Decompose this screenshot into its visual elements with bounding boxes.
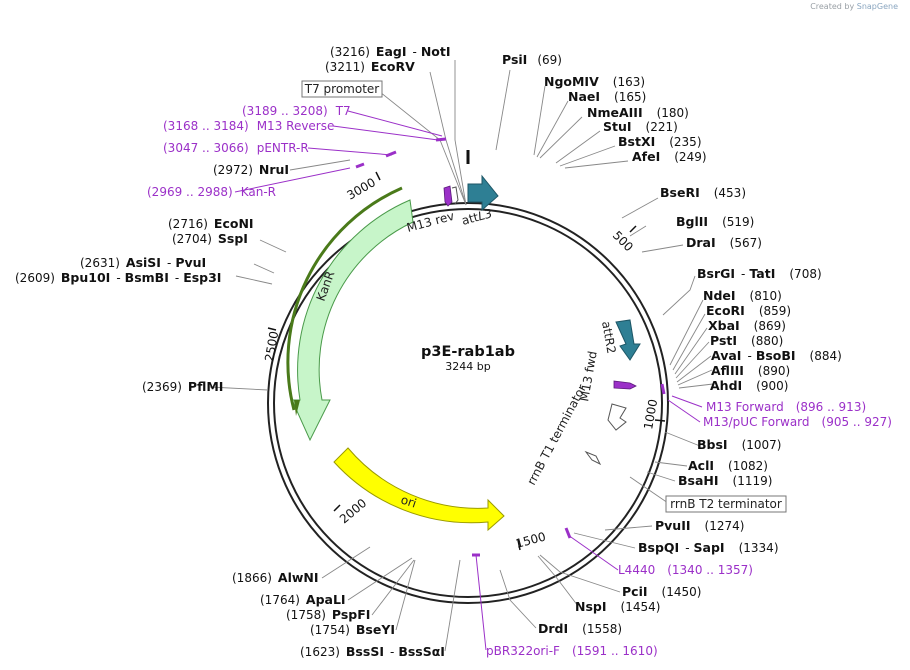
site-pspfi: (1758)PspFI [286, 607, 370, 622]
attl3-prefix: att [460, 210, 480, 228]
leader-lines [209, 60, 714, 652]
plasmid-name: p3E-rab1ab [421, 344, 515, 360]
credit-text: Created by [810, 2, 855, 11]
site-pflmi: (2369)PflMI [142, 379, 223, 394]
site-stui: StuI(221) [603, 119, 678, 134]
attr2-arrow [615, 319, 641, 361]
site-bsrgi-tati: BsrGI-TatI(708) [697, 266, 822, 281]
attl3-arrow [467, 174, 499, 212]
primer-t7: (3189 .. 3208)T7 [242, 104, 351, 118]
attl3-suffix: L3 [476, 206, 493, 223]
primer-marks [355, 137, 666, 557]
rrnb-t2-arrow [584, 450, 602, 466]
backbone-outer [267, 202, 669, 604]
site-labels: (3216)EagI-NotI (3211)EcoRV PsiI(69) Ngo… [15, 44, 842, 659]
primer-kan-r: (2969 .. 2988)Kan-R [147, 185, 276, 199]
site-apali: (1764)ApaLI [260, 592, 346, 607]
site-xbai: XbaI(869) [708, 318, 786, 333]
site-avai-bsobi: AvaI-BsoBI(884) [711, 348, 842, 363]
site-acli: AclI(1082) [688, 458, 768, 473]
primer-m13-forward: M13 Forward(896 .. 913) [706, 400, 866, 414]
site-naei: NaeI(165) [568, 89, 646, 104]
rrnb-t1-arrow [607, 403, 627, 431]
site-bbsi: BbsI(1007) [697, 437, 781, 452]
site-sspi: (2704)SspI [172, 231, 248, 246]
primer-lines [234, 110, 703, 651]
site-bseri: BseRI(453) [660, 185, 746, 200]
site-bsahi: BsaHI(1119) [678, 473, 772, 488]
t7-promoter-label: T7 promoter [304, 82, 380, 96]
rrnb-t1-label: rrnB T1 terminator [524, 382, 589, 487]
site-psti: PstI(880) [710, 333, 783, 348]
ori-arrow [333, 447, 505, 532]
site-nspi: NspI(1454) [575, 599, 660, 614]
site-bstxi: BstXI(235) [618, 134, 702, 149]
kanr-arrow [291, 199, 414, 442]
tick-500: 500 [610, 228, 636, 254]
primer-pentr-r: (3047 .. 3066)pENTR-R [163, 141, 309, 155]
attl3-label: attL3 [460, 206, 494, 228]
site-bglii: BglII(519) [676, 214, 754, 229]
kanr-primer-head [294, 400, 300, 416]
rrnb-t2-label: rrnB T2 terminator [670, 497, 782, 511]
site-eagi-notI: (3216)EagI-NotI [330, 44, 451, 59]
backbone-inner [273, 208, 663, 598]
site-econi: (2716)EcoNI [168, 216, 254, 231]
site-drdi: DrdI(1558) [538, 621, 622, 636]
tick-2000: 2000 [337, 496, 369, 526]
tick-1500: 1500 [514, 529, 547, 550]
ori-label: ori [399, 493, 418, 511]
tick-1000: 1000 [641, 398, 660, 431]
site-bspqi-sapi: BspQI-SapI(1334) [638, 540, 779, 555]
t7-promoter-box: T7 promoter [301, 80, 383, 98]
attr2-label: attR2 [599, 320, 618, 355]
site-ahdi: AhdI(900) [710, 378, 788, 393]
site-afliii: AflIII(890) [711, 363, 790, 378]
site-bseyi: (1754)BseYI [310, 622, 395, 637]
site-psii: PsiI(69) [502, 52, 562, 67]
site-asisi-pvui: (2631)AsiSI-PvuI [80, 255, 206, 270]
primer-labels: (3189 .. 3208)T7 (3168 .. 3184)M13 Rever… [147, 104, 892, 658]
tick-3000: 3000 [345, 175, 378, 202]
snapgene-credit: Created by SnapGene [810, 2, 898, 11]
snapgene-logo-text: SnapGene [856, 2, 898, 11]
rrnb-t2-box: rrnB T2 terminator [665, 495, 787, 513]
site-ecorv: (3211)EcoRV [325, 59, 415, 74]
site-bsssi: (1623)BssSI-BssSαI [300, 644, 445, 659]
primer-m13-reverse: (3168 .. 3184)M13 Reverse [163, 119, 334, 133]
site-nmeaiii: NmeAIII(180) [587, 105, 689, 120]
primer-m13-puc-forward: M13/pUC Forward(905 .. 927) [703, 415, 892, 429]
site-bpu10i: (2609)Bpu10I-BsmBI-Esp3I [15, 270, 221, 285]
site-ndei: NdeI(810) [703, 288, 782, 303]
m13-rev-outline [451, 186, 459, 205]
m13-fwd-arrow [613, 380, 637, 390]
site-afei: AfeI(249) [632, 149, 707, 164]
site-ecori: EcoRI(859) [706, 303, 791, 318]
site-drai: DraI(567) [686, 235, 762, 250]
primer-l4440: L4440(1340 .. 1357) [618, 563, 753, 577]
site-ngomiv: NgoMIV(163) [544, 74, 645, 89]
site-nrui: (2972)NruI [213, 162, 289, 177]
site-alwni: (1866)AlwNI [232, 570, 319, 585]
site-pvuii: PvuII(1274) [655, 518, 744, 533]
kanr-primer-bar [286, 186, 403, 411]
plasmid-length: 3244 bp [445, 360, 490, 373]
m13-rev-arrow [443, 185, 453, 207]
site-pcii: PciI(1450) [622, 584, 701, 599]
primer-pbr322ori-f: pBR322ori-F(1591 .. 1610) [486, 644, 658, 658]
tick-2500: 2500 [262, 330, 281, 363]
